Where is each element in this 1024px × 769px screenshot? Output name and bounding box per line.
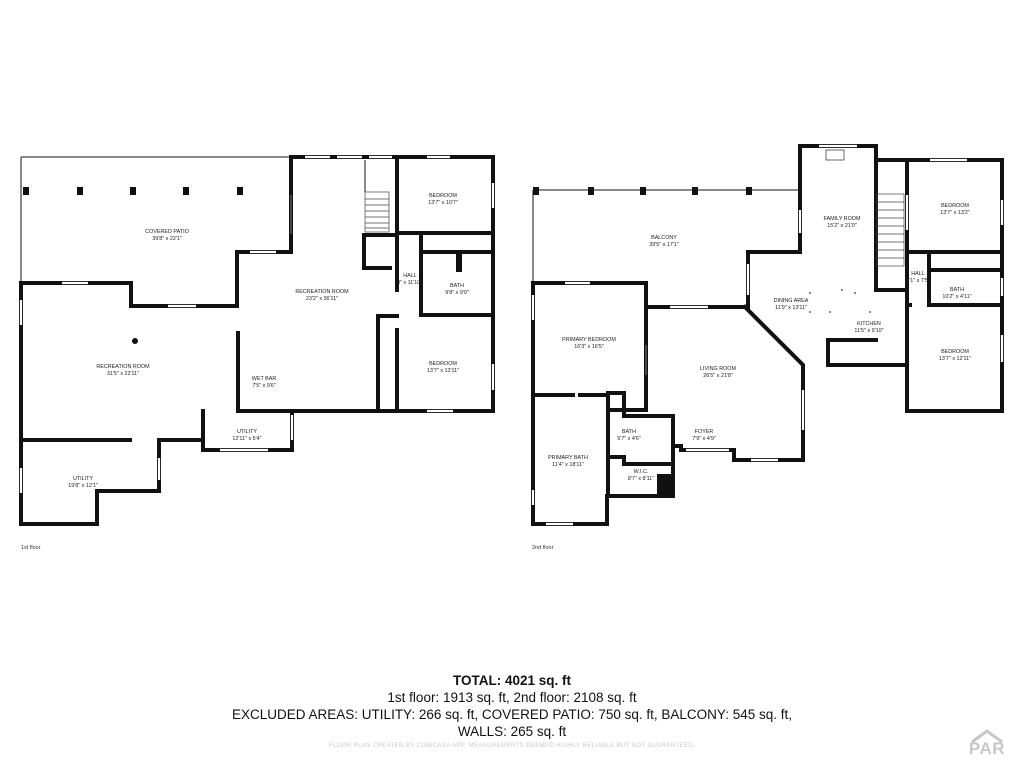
room-dims-balcony: 39'5" x 17'1" xyxy=(649,242,679,248)
room-label-primary-bedroom: PRIMARY BEDROOM xyxy=(562,337,616,343)
room-label-foyer: FOYER xyxy=(695,429,714,435)
par-logo: PAR xyxy=(958,728,1016,764)
room-dims-bedroom: 13'7" x 13'2" xyxy=(940,210,970,216)
room-label-kitchen: KITCHEN xyxy=(857,321,881,327)
total-area: TOTAL: 4021 sq. ft xyxy=(452,673,572,688)
room-label-dining-area: DINING AREA xyxy=(774,298,809,304)
disclaimer: FLOOR PLAN CREATED BY CUBICASA APP. MEAS… xyxy=(328,743,696,749)
room-label-bath: BATH xyxy=(622,429,636,435)
first-floor-plan xyxy=(19,155,495,526)
room-label-utility: UTILITY xyxy=(237,429,257,435)
walls-area: WALLS: 265 sq. ft xyxy=(457,724,567,739)
room-label-hall: HALL xyxy=(403,273,417,279)
room-dims-utility: 12'11" x 5'4" xyxy=(232,436,261,442)
room-dims-bath: 9'8" x 9'0" xyxy=(445,290,469,296)
room-label-bedroom: BEDROOM xyxy=(429,361,457,367)
room-dims-dining-area: 11'9" x 13'11" xyxy=(775,305,807,311)
house-roof-icon xyxy=(971,729,1003,744)
room-dims-hall: 6'1" x 7'5" xyxy=(906,278,930,284)
room-labels: COVERED PATIO 39'8" x 22'1" BEDROOM 13'7… xyxy=(68,193,971,489)
room-label-family-room: FAMILY ROOM xyxy=(824,216,861,222)
room-dims-bedroom: 13'7" x 13'11" xyxy=(427,368,459,374)
floor-areas: 1st floor: 1913 sq. ft, 2nd floor: 2108 … xyxy=(387,690,637,705)
room-dims-bath: 10'2" x 4'11" xyxy=(942,294,971,300)
room-label-recreation-room: RECREATION ROOM xyxy=(96,364,150,370)
room-label-utility: UTILITY xyxy=(73,476,93,482)
room-label-bath: BATH xyxy=(450,283,464,289)
room-dims-foyer: 7'9" x 4'9" xyxy=(692,436,716,442)
room-label-covered-patio: COVERED PATIO xyxy=(145,229,189,235)
room-dims-recreation-room: 31'5" x 22'11" xyxy=(107,371,139,377)
floor-label-first: 1st floor xyxy=(21,545,41,551)
logo-text: PAR xyxy=(968,739,1006,758)
room-dims-family-room: 15'2" x 21'0" xyxy=(827,223,857,229)
room-dims-primary-bath: 11'4" x 18'11" xyxy=(552,462,584,468)
room-label-hall: HALL xyxy=(911,271,925,277)
room-dims-bath: 5'7" x 4'6" xyxy=(617,436,641,442)
room-dims-hall: 7' x 11'10" xyxy=(398,280,422,286)
room-label-balcony: BALCONY xyxy=(651,235,677,241)
room-label-bedroom: BEDROOM xyxy=(941,203,969,209)
room-label-bedroom: BEDROOM xyxy=(941,349,969,355)
room-label-primary-bath: PRIMARY BATH xyxy=(548,455,588,461)
room-dims-wic: 8'7" x 8'11" xyxy=(628,476,654,482)
room-dims-primary-bedroom: 16'3" x 16'5" xyxy=(574,344,604,350)
room-label-recreation-room: RECREATION ROOM xyxy=(295,289,349,295)
room-label-wic: W.I.C. xyxy=(634,469,649,475)
floor-label-second: 2nd floor xyxy=(532,545,554,551)
room-label-bedroom: BEDROOM xyxy=(429,193,457,199)
room-label-living-room: LIVING ROOM xyxy=(700,366,736,372)
room-dims-bedroom: 13'7" x 12'11" xyxy=(939,356,971,362)
room-dims-kitchen: 11'5" x 9'10" xyxy=(854,328,883,334)
room-dims-living-room: 26'5" x 21'8" xyxy=(703,373,733,379)
room-dims-covered-patio: 39'8" x 22'1" xyxy=(152,236,182,242)
room-label-bath: BATH xyxy=(950,287,964,293)
room-dims-utility: 19'8" x 12'1" xyxy=(68,483,98,489)
room-dims-recreation-room: 23'2" x 36'11" xyxy=(306,296,338,302)
room-label-wet-bar: WET BAR xyxy=(252,376,277,382)
excluded-areas: EXCLUDED AREAS: UTILITY: 266 sq. ft, COV… xyxy=(232,707,792,722)
second-floor-plan xyxy=(531,144,1004,526)
room-dims-wet-bar: 7'5" x 9'6" xyxy=(252,383,276,389)
area-summary: TOTAL: 4021 sq. ft 1st floor: 1913 sq. f… xyxy=(0,672,1024,740)
room-dims-bedroom: 13'7" x 10'7" xyxy=(428,200,458,206)
